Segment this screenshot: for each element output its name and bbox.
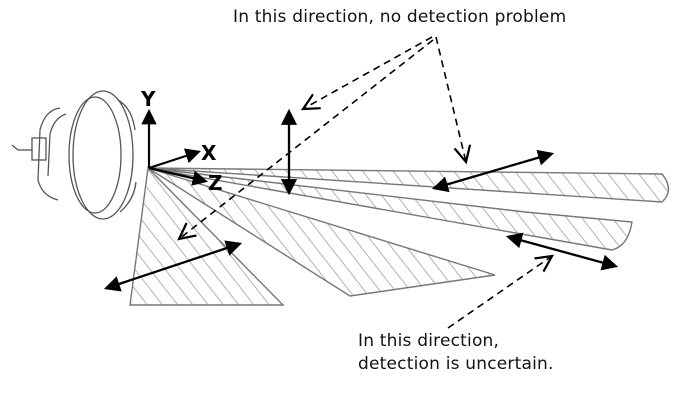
caption-line-1: In this direction, (358, 331, 500, 351)
z-axis-label: Z (208, 171, 223, 195)
lower-left-direction-arrow (103, 240, 243, 292)
pointer-arrows (179, 36, 552, 329)
caption-line-2: detection is uncertain. (358, 354, 554, 374)
pointer-to-upper-right (435, 36, 466, 162)
sensor-icon (11, 90, 137, 220)
caption-detection-uncertain: In this direction, detection is uncertai… (358, 330, 554, 376)
x-axis-arrow (148, 148, 201, 170)
y-axis-label: Y (140, 87, 156, 111)
pointer-to-lower-left (179, 39, 434, 239)
coordinate-axes (141, 108, 209, 186)
upper-right-direction-arrow (431, 149, 555, 193)
zone-3 (147, 167, 496, 297)
z-axis-arrow (148, 166, 209, 186)
lower-right-direction-arrow (505, 232, 619, 271)
caption-no-detection-problem: In this direction, no detection problem (233, 7, 567, 27)
x-axis-label: X (201, 141, 217, 165)
pointer-to-lower-right (447, 256, 552, 329)
pointer-to-vertical (303, 36, 433, 109)
direction-arrows (103, 108, 619, 292)
